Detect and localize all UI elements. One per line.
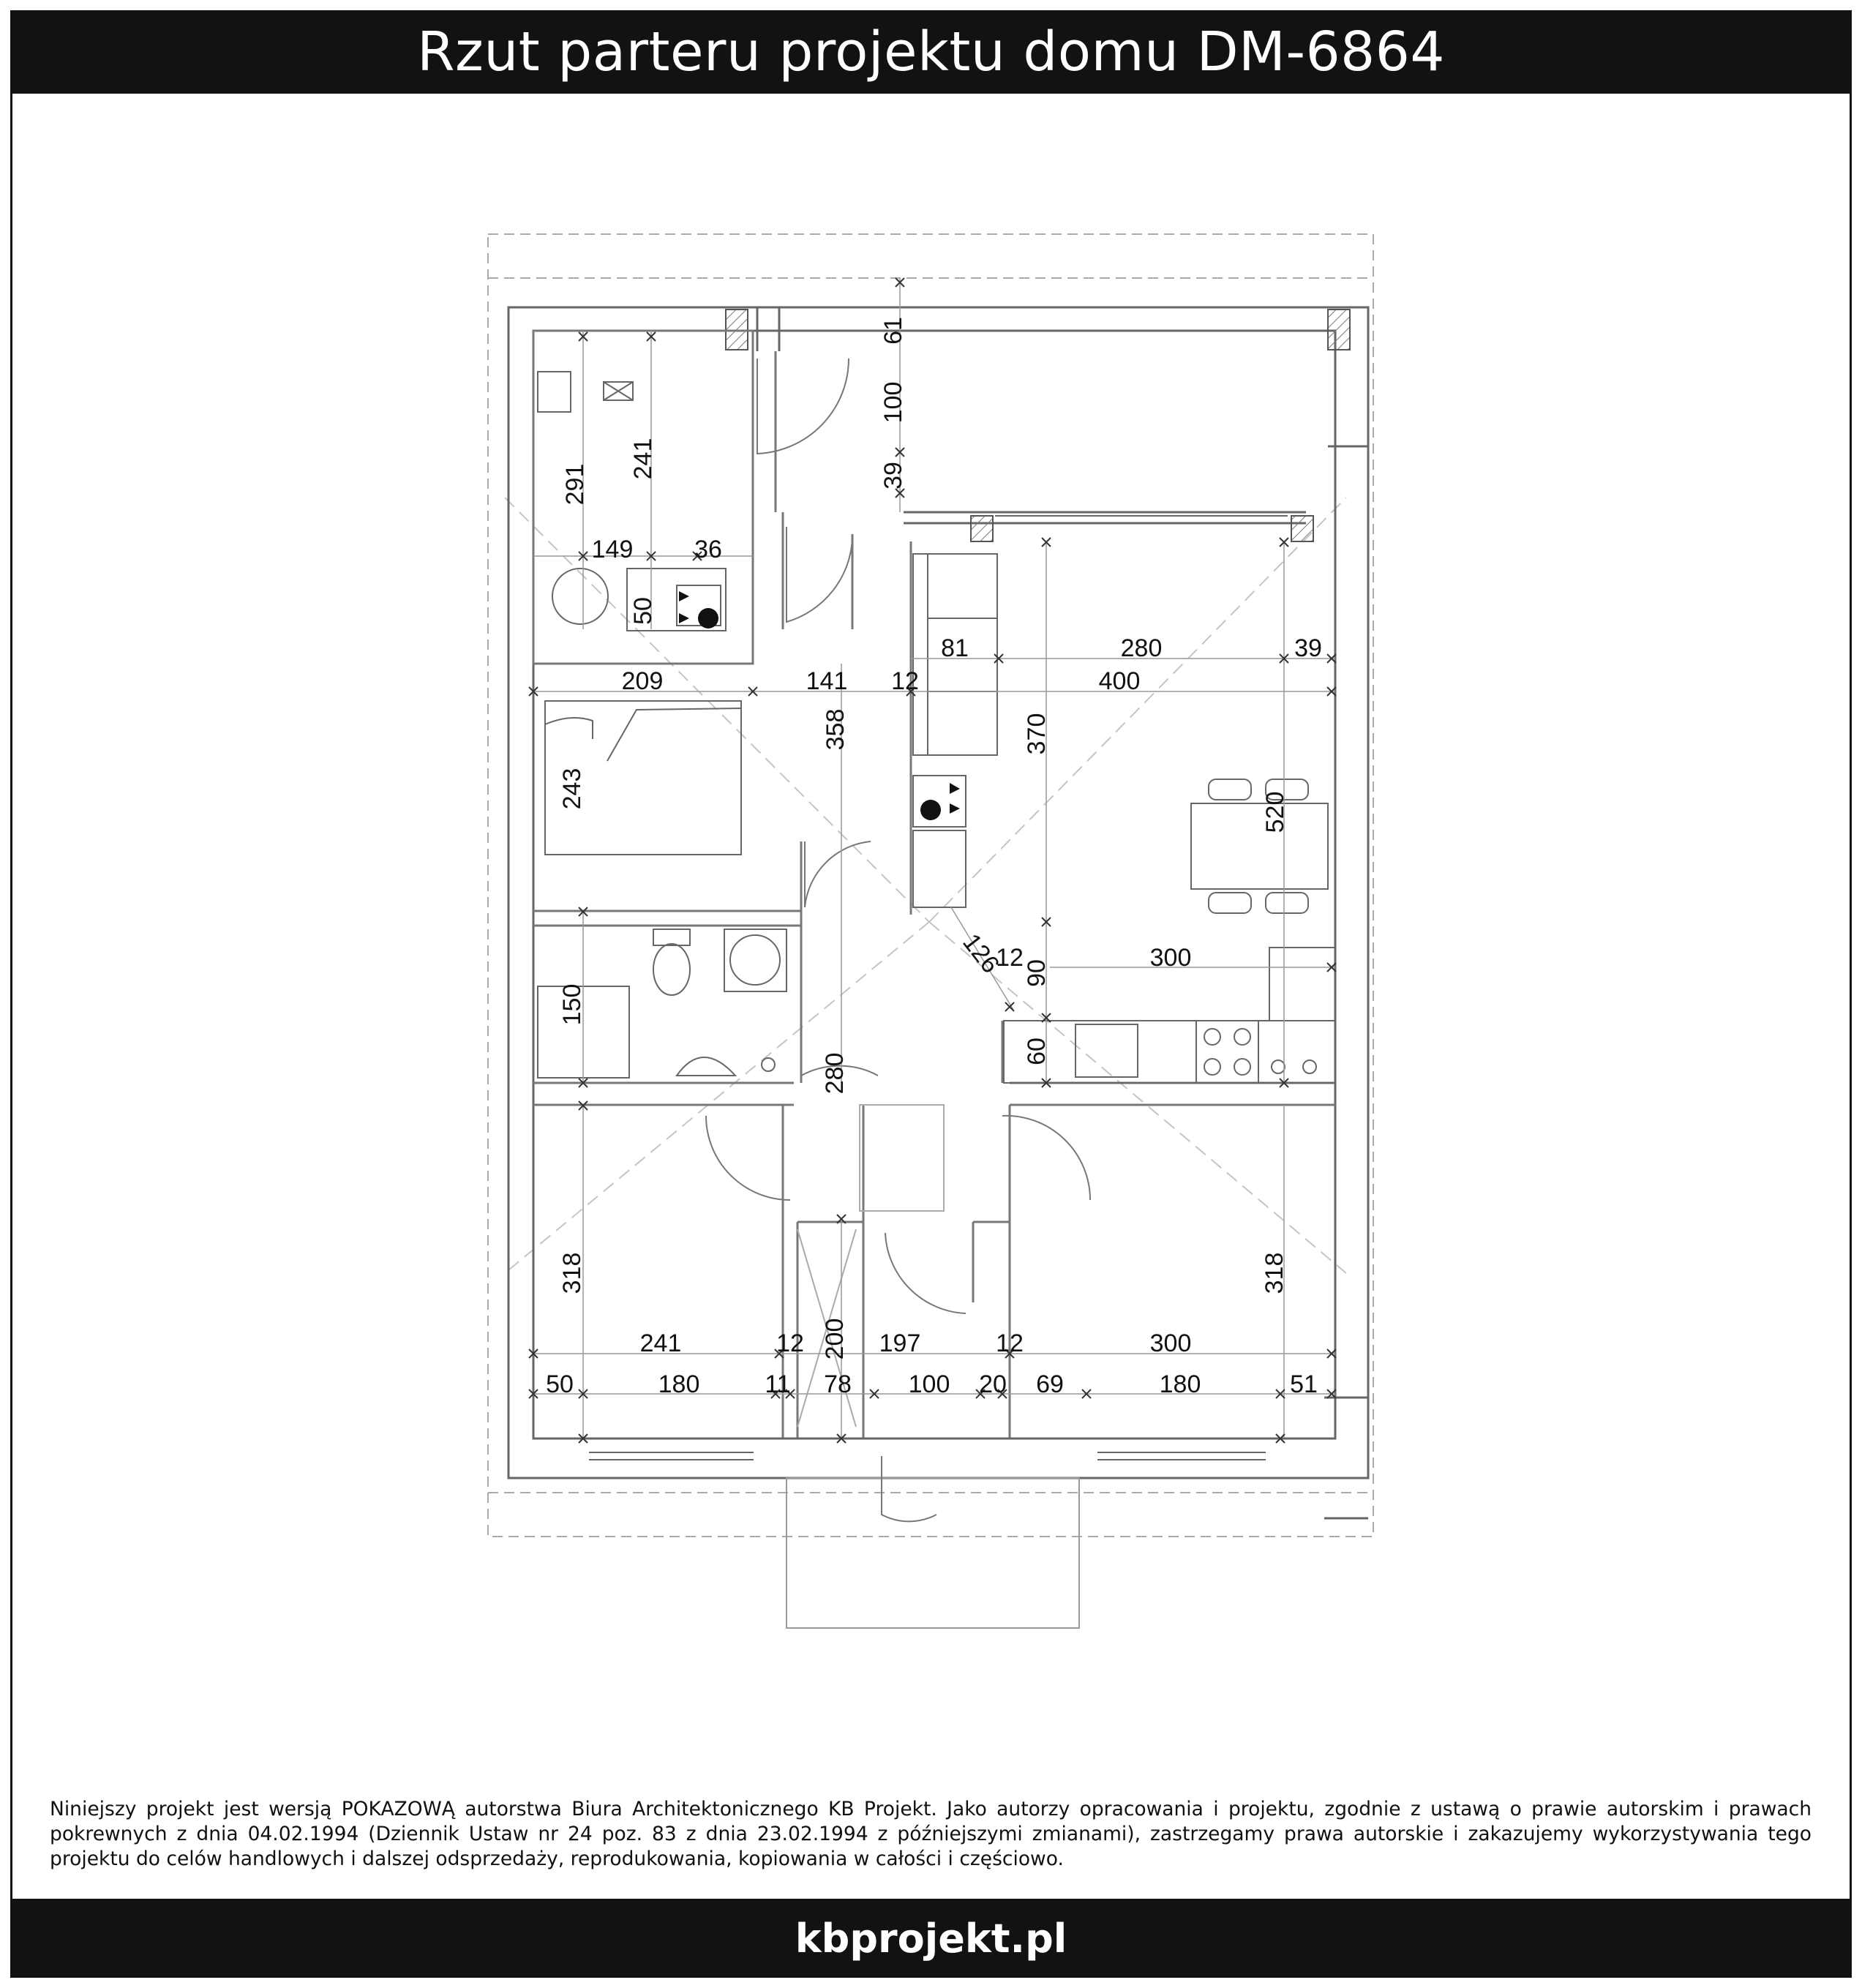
flue-arrow-icon [679,613,689,623]
dim-label: 358 [822,709,849,751]
copyright-notice: Niniejszy projekt jest wersją POKAZOWĄ a… [50,1798,1812,1870]
dim-label: 51 [1290,1370,1318,1398]
dim-label: 291 [561,464,589,506]
website-link[interactable]: kbprojekt.pl [795,1915,1067,1962]
boiler-tank-icon [552,568,609,625]
entrance-porch [786,1477,1080,1629]
dim-label: 100 [879,382,907,424]
dim-label: 39 [1294,634,1322,662]
dim-label: 12 [891,667,919,695]
dim-label: 100 [909,1370,950,1398]
roof-diagonals [504,497,1347,1274]
boiler-unit-icon [626,568,727,631]
dim-label: 318 [1261,1253,1288,1294]
kitchen-sink-icon [1075,1024,1138,1078]
dim-label: 370 [1023,713,1051,755]
dimension-ticks [528,277,1337,1444]
dim-label: 81 [941,634,969,662]
page-frame [10,10,1852,1978]
washbasin-icon [675,1057,737,1076]
dim-label: 12 [996,1329,1024,1357]
dim-label: 150 [558,984,586,1026]
doors [705,358,1092,1523]
boiler-room-fixtures [537,371,727,631]
dim-label: 78 [824,1370,852,1398]
dimension-labels: 61 100 39 241 291 149 36 50 81 280 39 20… [546,317,1322,1398]
roof-outline [487,233,1374,1537]
washer-icon [724,929,787,992]
dim-label: 180 [658,1370,700,1398]
dim-label: 36 [694,536,722,563]
footer-bar: kbprojekt.pl [10,1899,1852,1978]
dim-label: 300 [1150,1329,1192,1357]
dim-label: 61 [879,317,907,345]
dim-label: 50 [629,597,657,625]
dim-label: 209 [622,667,664,695]
dim-label: 60 [1023,1038,1051,1065]
dim-label: 180 [1160,1370,1201,1398]
hob-icon [1195,1020,1259,1084]
fireplace [912,775,966,908]
toilet-icon [653,943,691,996]
kitchen-counter [1003,947,1336,1084]
dimension-lines [533,278,1335,1438]
dim-label: 300 [1150,944,1192,972]
dim-label: 20 [979,1370,1007,1398]
flue-arrow-icon [950,803,960,814]
bedroom-bed [544,700,742,855]
flue-arrow-icon [950,783,960,794]
pillars [725,309,1351,542]
toilet-tank-icon [653,929,691,946]
dim-label: 241 [640,1329,682,1357]
dim-label: 318 [558,1253,586,1294]
dim-label: 69 [1036,1370,1064,1398]
interior-walls [532,329,1335,1438]
page-title: Rzut parteru projektu domu DM-6864 [417,20,1445,83]
dim-label: 400 [1099,667,1141,695]
dim-label: 12 [776,1329,804,1357]
dim-label: 280 [821,1053,849,1095]
dim-label: 243 [558,768,586,810]
dim-label: 197 [879,1329,921,1357]
sink-icon [537,371,571,413]
flue-arrow-icon [679,591,689,601]
header-bar: Rzut parteru projektu domu DM-6864 [10,10,1852,94]
dim-label: 280 [1121,634,1163,662]
dim-label: 50 [546,1370,574,1398]
dining-table [1190,779,1329,914]
dim-label: 200 [821,1319,849,1360]
fireplace-flue-icon [920,800,941,820]
dim-label: 520 [1261,792,1289,833]
chimney-flue-icon [698,608,718,629]
dim-label: 141 [806,667,848,695]
dim-label: 39 [879,462,907,490]
hall-closet [859,1104,945,1212]
dim-label: 149 [592,536,634,563]
dim-label: 11 [765,1370,790,1398]
floor-drain-icon [603,381,634,401]
dim-label: 12 [996,944,1024,972]
dim-label: 241 [629,438,657,480]
dim-label: 90 [1023,959,1051,987]
windows [589,515,1288,1460]
